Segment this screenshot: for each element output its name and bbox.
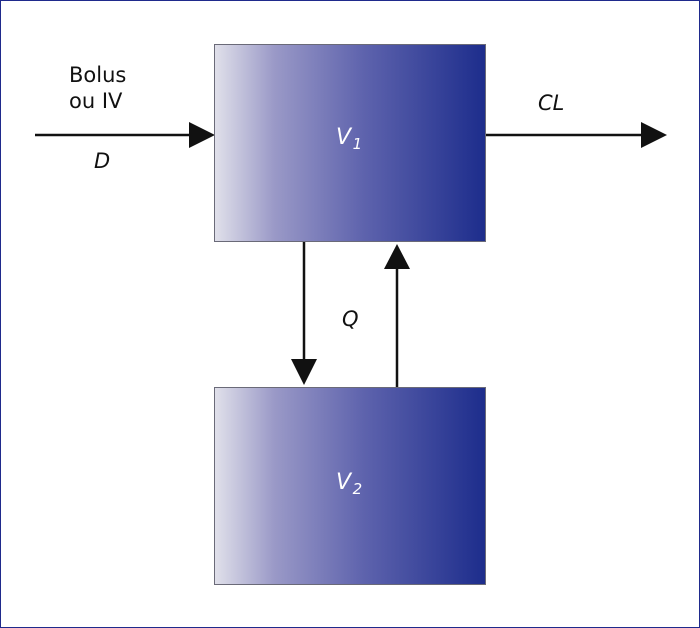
compartment-peripheral-subscript: 2 [352,480,363,498]
compartment-central-subscript: 1 [352,135,363,153]
transfer-down-arrow-head [291,359,317,385]
compartment-central-label: V1 [336,125,363,153]
intercompartmental-clearance-label: Q [342,307,359,331]
input-arrow-head [189,122,215,148]
clearance-arrow-head [641,122,667,148]
input-route-label-line2: ou IV [69,89,123,113]
dose-label: D [94,149,111,173]
compartment-peripheral-label: V2 [336,470,363,498]
compartment-central: V1 [214,44,486,242]
clearance-label: CL [538,91,565,115]
compartment-peripheral: V2 [214,387,486,585]
compartment-central-name: V [336,125,352,150]
transfer-up-arrow-head [384,244,410,269]
input-route-label: Bolus ou IV [69,62,126,114]
compartment-peripheral-name: V [336,470,352,495]
input-route-label-line1: Bolus [69,63,127,87]
